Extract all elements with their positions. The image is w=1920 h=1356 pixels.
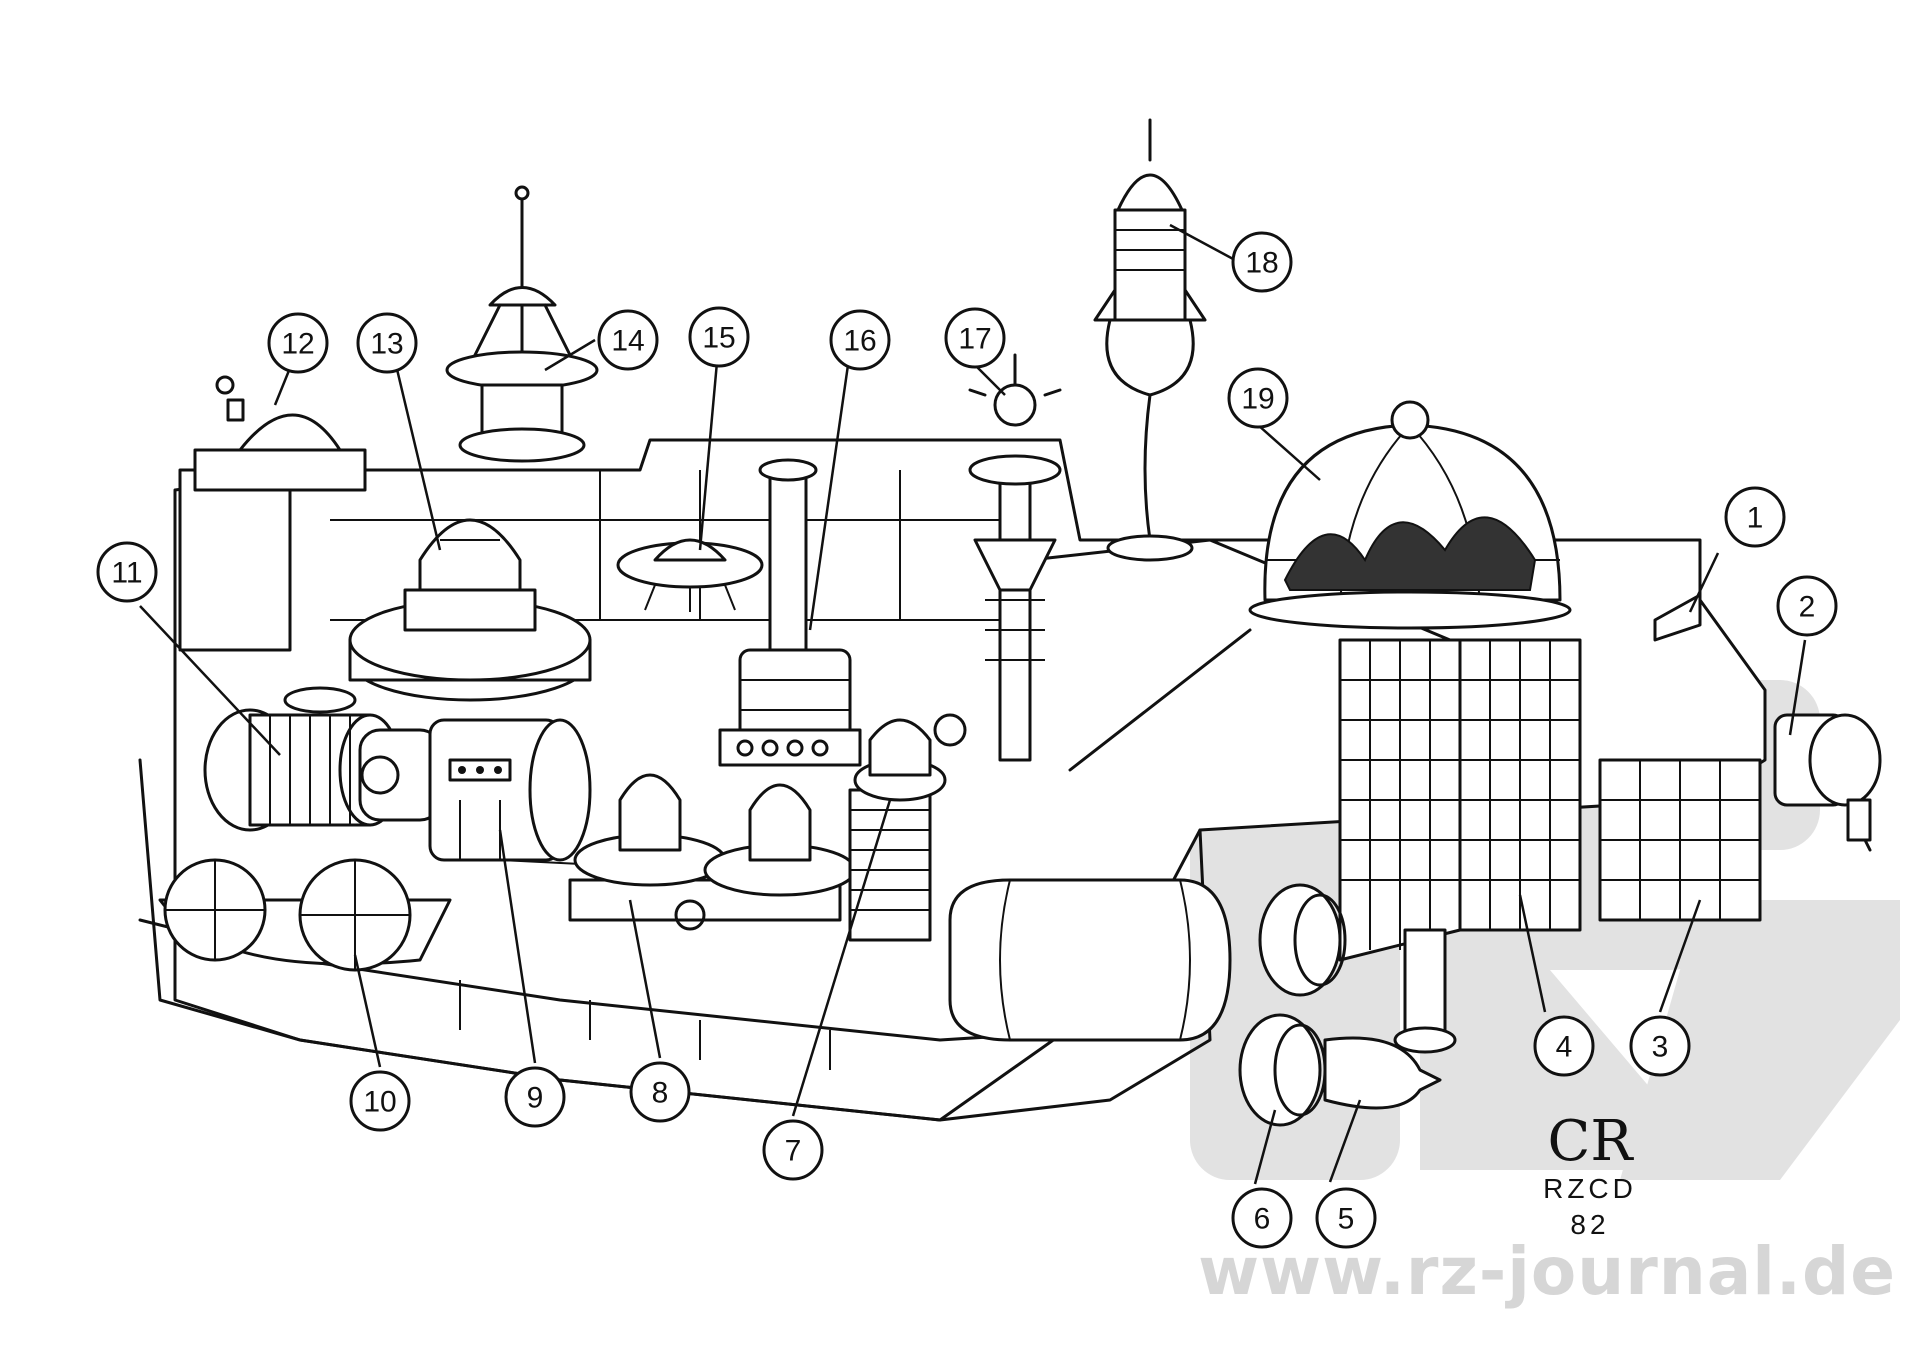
signature-line2: 82 bbox=[1570, 1209, 1609, 1240]
rocket bbox=[1093, 118, 1207, 562]
callout-label: 17 bbox=[958, 323, 991, 356]
callout-label: 10 bbox=[363, 1086, 396, 1119]
callout-list: 1 2 3 4 5 6 7 8 bbox=[96, 231, 1838, 1249]
core-dome bbox=[348, 518, 592, 702]
callout-6: 6 bbox=[1231, 1187, 1293, 1249]
spheres-left bbox=[158, 858, 452, 972]
left-engine bbox=[203, 686, 442, 832]
callout-label: 4 bbox=[1556, 1031, 1573, 1064]
callout-17: 17 bbox=[944, 307, 1006, 369]
callout-label: 18 bbox=[1245, 247, 1278, 280]
generator-block bbox=[428, 718, 592, 862]
callout-8: 8 bbox=[629, 1061, 691, 1123]
signature-monogram: CR bbox=[1547, 1109, 1634, 1174]
habitat-grid bbox=[1338, 638, 1762, 1054]
turbines bbox=[568, 773, 857, 931]
callout-16: 16 bbox=[829, 309, 891, 371]
callout-13: 13 bbox=[356, 312, 418, 374]
callout-18: 18 bbox=[1231, 231, 1293, 293]
right-thruster bbox=[1773, 713, 1882, 852]
fuel-tank bbox=[948, 878, 1232, 1042]
rotor-unit bbox=[848, 713, 967, 942]
callout-14: 14 bbox=[597, 309, 659, 371]
bow-hood bbox=[1653, 593, 1702, 642]
callout-7: 7 bbox=[762, 1119, 824, 1181]
callout-label: 1 bbox=[1747, 502, 1764, 535]
callout-label: 2 bbox=[1799, 591, 1816, 624]
callout-label: 19 bbox=[1241, 383, 1274, 416]
greenhouse-dome bbox=[1248, 400, 1572, 630]
artist-signature: CR RZCD 82 bbox=[1543, 1109, 1637, 1240]
callout-2: 2 bbox=[1776, 575, 1838, 637]
callout-label: 6 bbox=[1254, 1203, 1271, 1236]
left-dome bbox=[193, 375, 367, 492]
callout-label: 8 bbox=[652, 1077, 669, 1110]
callout-9: 9 bbox=[504, 1066, 566, 1128]
callout-label: 11 bbox=[111, 557, 142, 590]
callout-label: 12 bbox=[281, 328, 314, 361]
callout-3: 3 bbox=[1629, 1015, 1691, 1077]
callout-12: 12 bbox=[267, 312, 329, 374]
callout-15: 15 bbox=[688, 306, 750, 368]
callout-label: 9 bbox=[527, 1082, 544, 1115]
signature-line1: RZCD bbox=[1543, 1173, 1637, 1204]
callout-5: 5 bbox=[1315, 1187, 1377, 1249]
callout-label: 16 bbox=[843, 325, 876, 358]
callout-4: 4 bbox=[1533, 1015, 1595, 1077]
callout-1: 1 bbox=[1724, 486, 1786, 548]
callout-label: 5 bbox=[1338, 1203, 1355, 1236]
spiked-tower bbox=[968, 353, 1062, 762]
bottom-engines bbox=[1238, 883, 1442, 1127]
stacked-column bbox=[718, 458, 862, 767]
callout-label: 7 bbox=[785, 1135, 802, 1168]
callout-11: 11 bbox=[96, 541, 158, 603]
saucer-craft bbox=[616, 538, 764, 612]
callout-label: 3 bbox=[1652, 1031, 1669, 1064]
callout-leaders bbox=[139, 223, 1807, 1185]
callout-label: 15 bbox=[702, 322, 735, 355]
callout-label: 13 bbox=[370, 328, 403, 361]
antenna-mast bbox=[445, 185, 599, 463]
callout-10: 10 bbox=[349, 1070, 411, 1132]
watermark-url: www.rz-journal.de bbox=[1198, 1233, 1896, 1310]
callout-label: 14 bbox=[611, 325, 644, 358]
callout-19: 19 bbox=[1227, 367, 1289, 429]
